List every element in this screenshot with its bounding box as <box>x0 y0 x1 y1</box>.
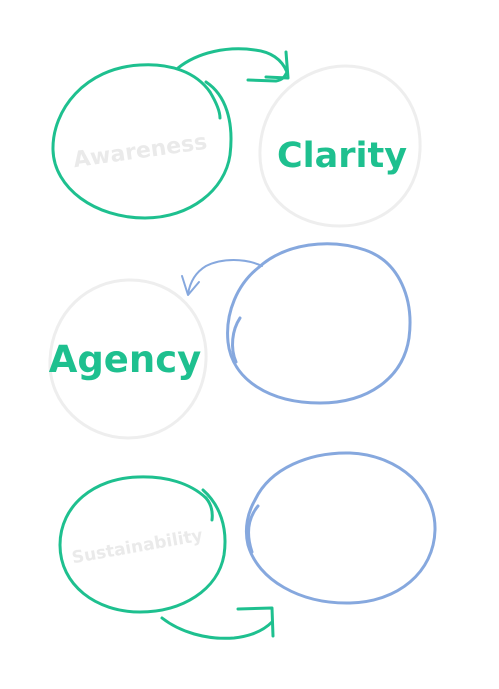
agency-circle <box>48 278 208 440</box>
sustainability-circle <box>58 475 227 614</box>
arrow-sustainability-to-blue <box>160 616 274 640</box>
arrow-awareness-to-clarity-head <box>264 50 290 80</box>
clarity-circle <box>258 64 422 228</box>
blue-circle-lower-overlap <box>247 504 260 554</box>
clarity-label: Clarity <box>277 136 407 176</box>
awareness-label: Awareness <box>72 130 209 174</box>
arrow-to-agency-head <box>181 275 200 296</box>
awareness-circle-overlap <box>208 90 222 120</box>
arrow-sustainability-to-blue-head <box>236 606 275 638</box>
blue-circle-lower <box>244 451 437 605</box>
sustainability-label: Sustainability <box>70 526 204 569</box>
blue-circle-upper-overlap <box>231 316 242 364</box>
awareness-circle <box>51 63 233 220</box>
arrow-to-agency <box>187 259 263 295</box>
agency-label: Agency <box>49 338 202 381</box>
blue-circle-upper <box>226 242 412 405</box>
sustainability-circle-overlap <box>204 496 214 522</box>
